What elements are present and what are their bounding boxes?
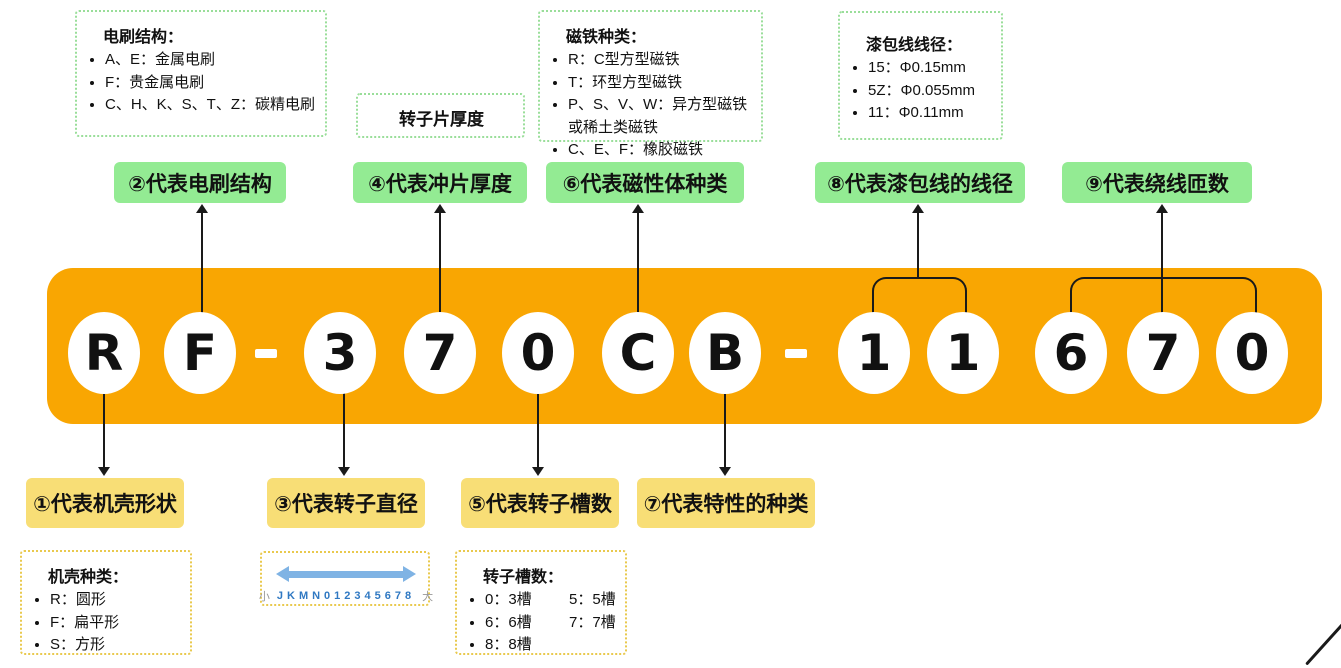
connector-characteristic bbox=[724, 393, 726, 469]
code-char-circle: 1 bbox=[927, 312, 999, 394]
code-char-circle: 6 bbox=[1035, 312, 1107, 394]
magnet-type-title: 磁铁种类： bbox=[566, 29, 647, 46]
slots-item: 5：5槽 bbox=[569, 591, 616, 608]
tag-characteristic-type: ⑦代表特性的种类 bbox=[637, 478, 815, 528]
tag-lamination-thickness: ④代表冲片厚度 bbox=[353, 162, 527, 203]
code-char-circle: F bbox=[164, 312, 236, 394]
arrow-left-icon bbox=[276, 566, 289, 582]
connector-wire bbox=[917, 212, 919, 279]
slots-item: 7：7槽 bbox=[569, 613, 616, 631]
model-code-band bbox=[47, 268, 1322, 424]
tag-rotor-diameter: ③代表转子直径 bbox=[267, 478, 425, 528]
wire-item: 11：Φ0.11mm bbox=[868, 102, 993, 125]
brush-item: A、E：金属电刷 bbox=[105, 49, 317, 72]
code-char-circle: 3 bbox=[304, 312, 376, 394]
arrowhead-up-turns bbox=[1156, 204, 1168, 213]
connector-turns bbox=[1161, 212, 1163, 313]
case-item: R：圆形 bbox=[50, 589, 182, 612]
slots-row: 8：8槽 bbox=[485, 634, 617, 657]
rotor-slots-box: 转子槽数： 0：3槽 5：5槽 6：6槽 7：7槽 8：8槽 bbox=[455, 550, 627, 655]
code-char-circle: 0 bbox=[502, 312, 574, 394]
code-dash bbox=[785, 349, 807, 358]
wire-diameter-box: 漆包线线径： 15：Φ0.15mm 5Z：Φ0.055mm 11：Φ0.11mm bbox=[838, 11, 1003, 140]
connector-brush bbox=[201, 212, 203, 313]
brush-structure-box: 电刷结构： A、E：金属电刷 F：贵金属电刷 C、H、K、S、T、Z：碳精电刷 bbox=[75, 10, 327, 137]
tag-brush-structure: ②代表电刷结构 bbox=[114, 162, 286, 203]
tag-wire-diameter: ⑧代表漆包线的线径 bbox=[815, 162, 1025, 203]
magnet-item: R：C型方型磁铁 bbox=[568, 49, 753, 72]
slots-item: 6：6槽 bbox=[485, 613, 532, 631]
wire-diameter-title: 漆包线线径： bbox=[866, 37, 963, 55]
arrowhead-down-case-shape bbox=[98, 467, 110, 476]
slots-row: 6：6槽 7：7槽 bbox=[485, 612, 617, 635]
brush-item: F：贵金属电刷 bbox=[105, 72, 317, 95]
scale-large-label: 大 bbox=[422, 591, 434, 603]
code-char-circle: 7 bbox=[1127, 312, 1199, 394]
code-char-circle: 1 bbox=[838, 312, 910, 394]
scale-small-label: 小 bbox=[258, 591, 270, 603]
tag-winding-turns: ⑨代表绕线匝数 bbox=[1062, 162, 1252, 203]
arrow-bar bbox=[289, 570, 403, 578]
tag-magnet-type: ⑥代表磁性体种类 bbox=[546, 162, 744, 203]
magnet-item: T：环型方型磁铁 bbox=[568, 72, 753, 95]
wire-item: 15：Φ0.15mm bbox=[868, 57, 993, 80]
rotor-thickness-title: 转子片厚度 bbox=[399, 109, 484, 129]
magnet-item: P、S、V、W：异方型磁铁或稀土类磁铁 bbox=[568, 94, 753, 139]
brush-structure-title: 电刷结构： bbox=[103, 29, 184, 46]
connector-lamination bbox=[439, 212, 441, 313]
arrowhead-down-characteristic bbox=[719, 467, 731, 476]
code-char-circle: R bbox=[68, 312, 140, 394]
brush-item: C、H、K、S、T、Z：碳精电刷 bbox=[105, 94, 317, 117]
code-char-circle: C bbox=[602, 312, 674, 394]
double-headed-arrow bbox=[276, 566, 416, 582]
case-item: F：扁平形 bbox=[50, 612, 182, 635]
scale-letters: JKMN012345678 bbox=[276, 590, 416, 602]
arrowhead-down-rotor-slots bbox=[532, 467, 544, 476]
bracket-turns-digits bbox=[1070, 277, 1257, 315]
case-type-title: 机壳种类： bbox=[48, 569, 129, 586]
decorative-diagonal-stroke bbox=[1305, 617, 1341, 666]
code-char-circle: 0 bbox=[1216, 312, 1288, 394]
rotor-slots-title: 转子槽数： bbox=[483, 569, 564, 586]
arrowhead-up-magnet bbox=[632, 204, 644, 213]
magnet-item: C、E、F：橡胶磁铁 bbox=[568, 139, 753, 162]
bracket-wire-digits bbox=[872, 277, 967, 315]
tag-rotor-slots: ⑤代表转子槽数 bbox=[461, 478, 619, 528]
arrowhead-down-rotor-diameter bbox=[338, 467, 350, 476]
slots-item: 8：8槽 bbox=[485, 636, 532, 653]
wire-item: 5Z：Φ0.055mm bbox=[868, 80, 993, 103]
magnet-type-box: 磁铁种类： R：C型方型磁铁 T：环型方型磁铁 P、S、V、W：异方型磁铁或稀土… bbox=[538, 10, 763, 158]
case-item: S：方形 bbox=[50, 634, 182, 657]
connector-magnet bbox=[637, 212, 639, 313]
rotor-diameter-scale-box: 小 JKMN012345678 大 bbox=[258, 551, 434, 606]
tag-case-shape: ①代表机壳形状 bbox=[26, 478, 184, 528]
arrowhead-up-lamination bbox=[434, 204, 446, 213]
code-dash bbox=[255, 349, 277, 358]
slots-row: 0：3槽 5：5槽 bbox=[485, 589, 617, 612]
connector-case-shape bbox=[103, 393, 105, 469]
rotor-thickness-box: 转子片厚度 bbox=[356, 93, 525, 138]
code-char-circle: B bbox=[689, 312, 761, 394]
arrow-right-icon bbox=[403, 566, 416, 582]
connector-rotor-slots bbox=[537, 393, 539, 469]
case-type-box: 机壳种类： R：圆形 F：扁平形 S：方形 bbox=[20, 550, 192, 655]
arrowhead-up-wire bbox=[912, 204, 924, 213]
code-char-circle: 7 bbox=[404, 312, 476, 394]
slots-item: 0：3槽 bbox=[485, 591, 532, 608]
arrowhead-up-brush bbox=[196, 204, 208, 213]
connector-rotor-diameter bbox=[343, 393, 345, 469]
